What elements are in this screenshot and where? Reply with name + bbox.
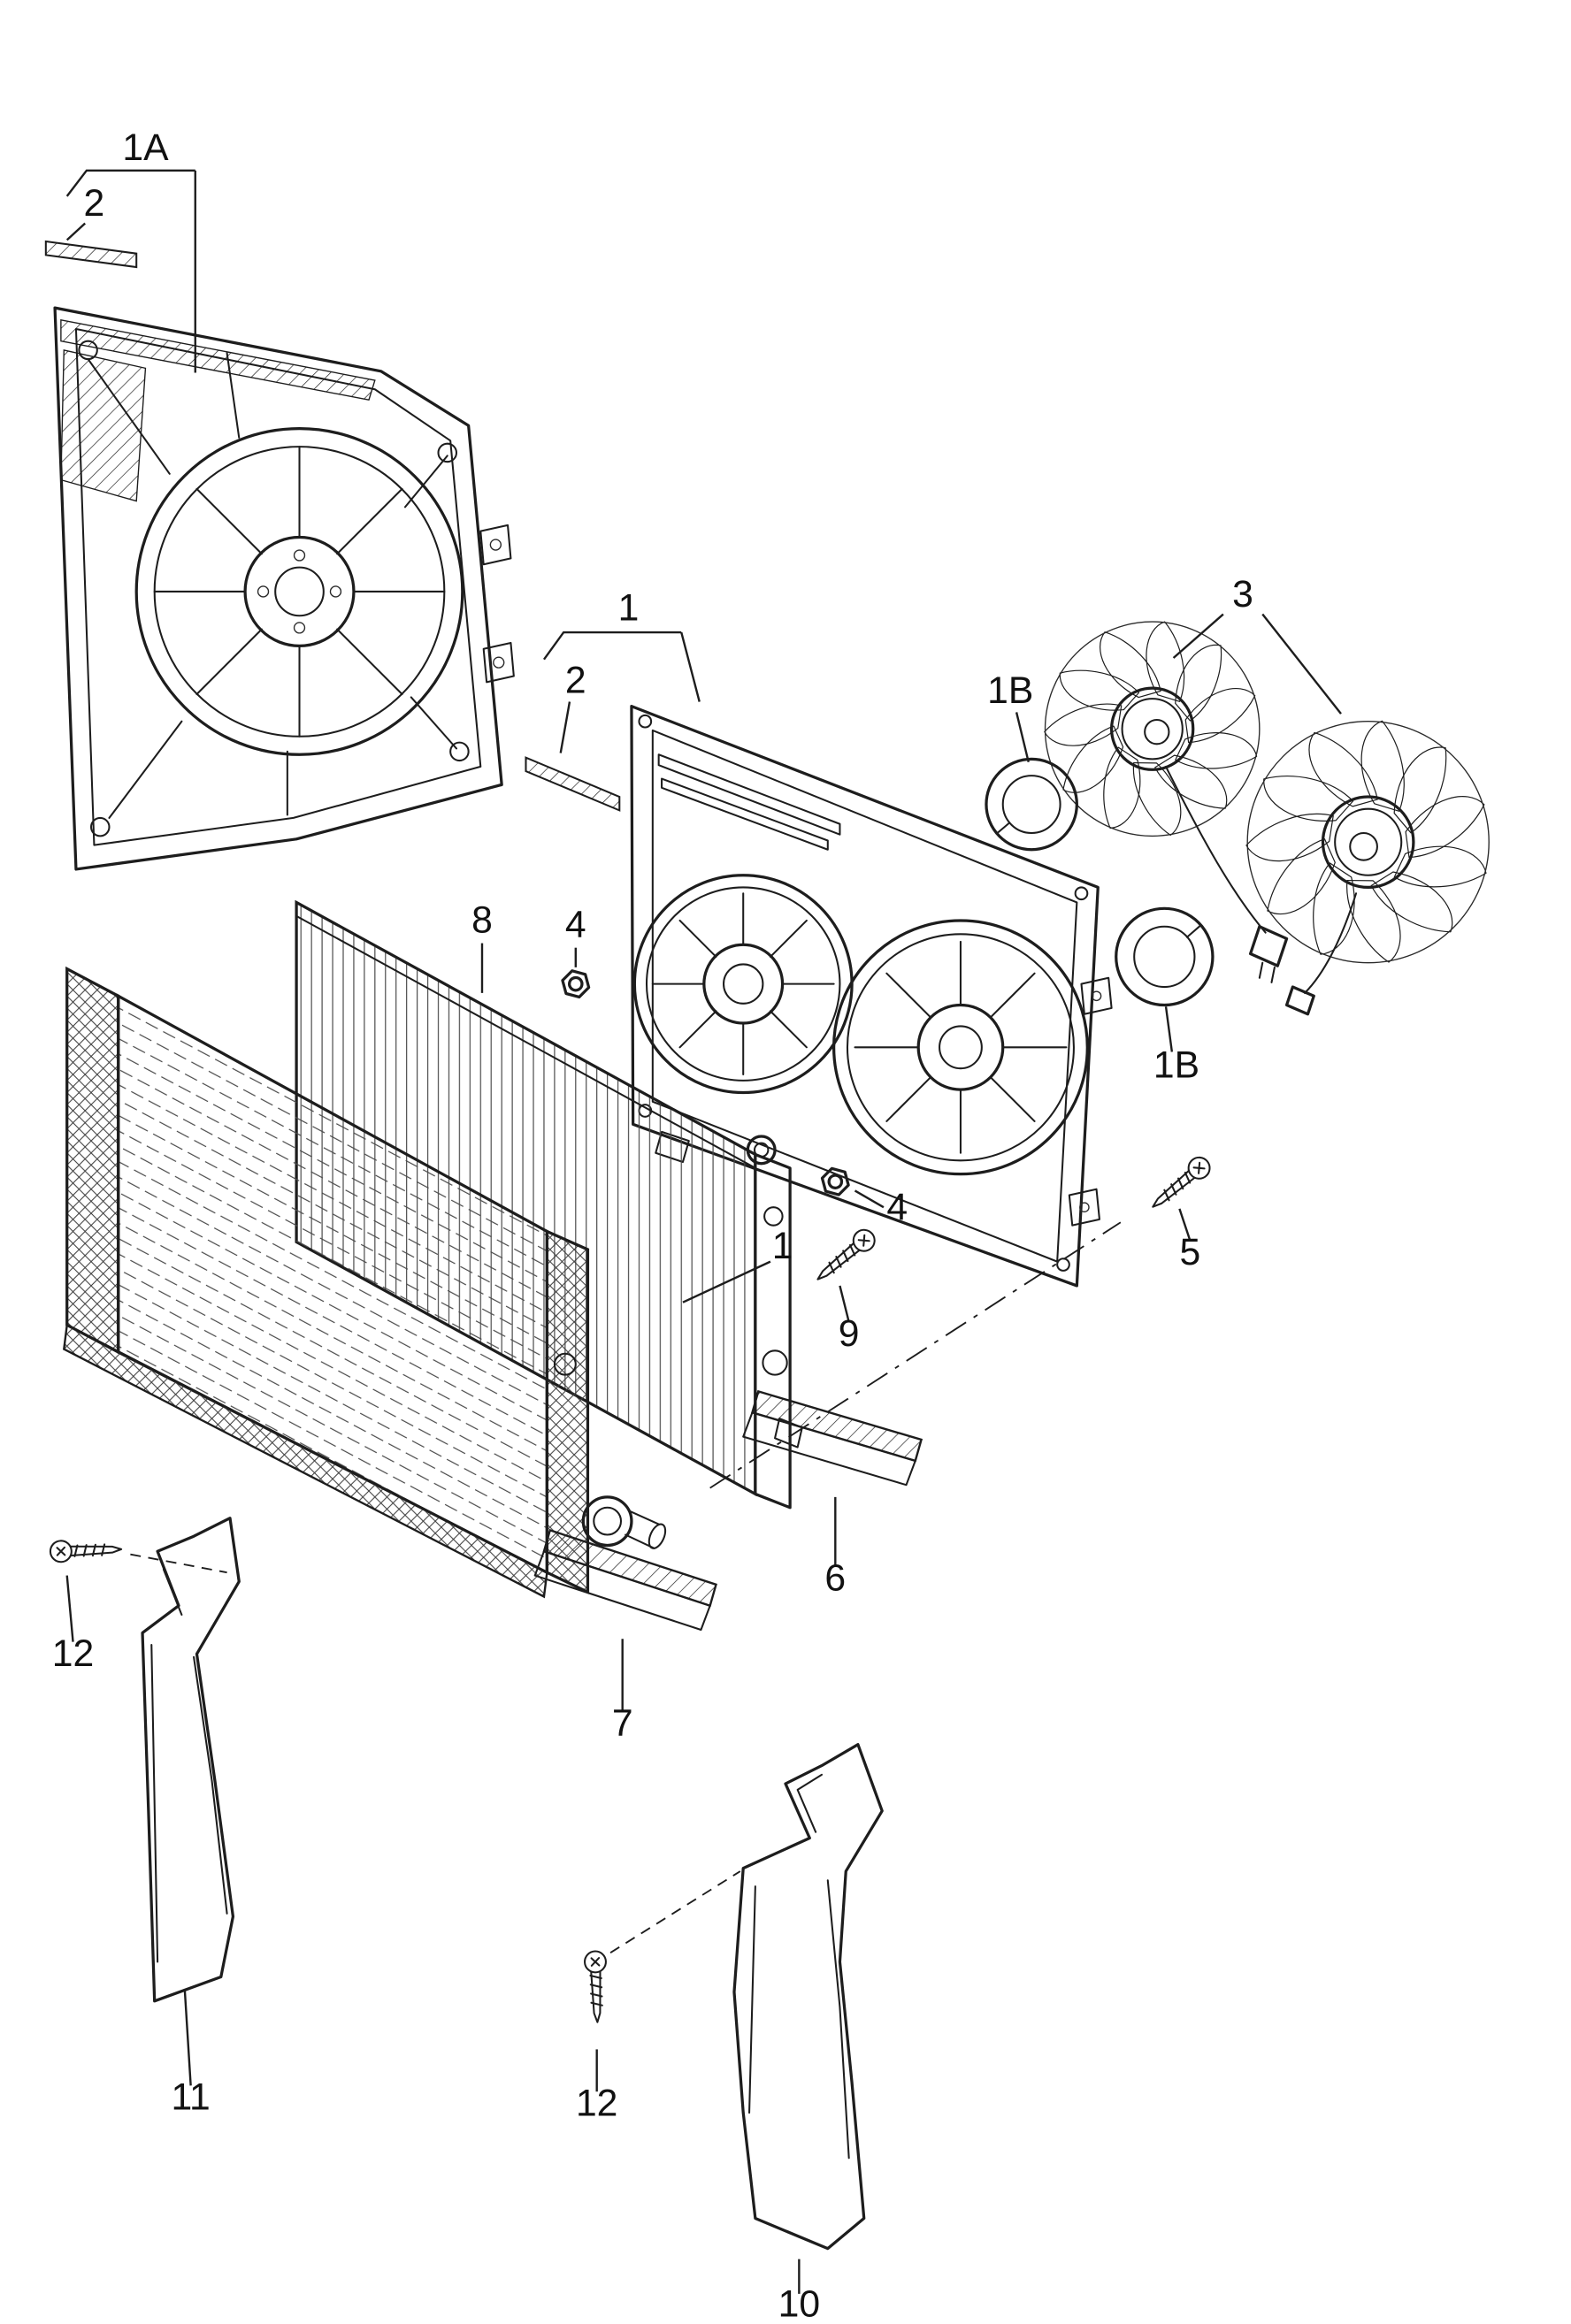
seal-strip-middle <box>525 756 621 812</box>
shroud-braces <box>87 352 458 819</box>
callout-12-left: 12 <box>52 1632 94 1675</box>
mounting-ring-upper <box>985 757 1078 852</box>
callout-8: 8 <box>471 899 493 942</box>
right-opening-spokes <box>854 940 1068 1154</box>
connector-plug <box>1284 985 1315 1016</box>
double-fan-frame <box>630 705 1113 1288</box>
charge-air-cooler <box>63 966 667 1599</box>
callout-5: 5 <box>1179 1231 1200 1273</box>
fan-wheel-large <box>1244 718 1491 1016</box>
assembly-lines <box>130 1221 1122 1953</box>
single-fan-shroud <box>53 306 515 871</box>
callout-6: 6 <box>824 1557 846 1600</box>
air-guide-right <box>732 1743 884 2251</box>
callout-1a: 1A <box>122 126 169 169</box>
screw-5 <box>1145 1151 1215 1216</box>
callout-2-top: 2 <box>84 182 105 225</box>
left-opening-spokes <box>651 892 835 1076</box>
mounting-ring-lower <box>1115 906 1215 1007</box>
callouts: 1A 2 1 2 3 1B 1B 8 4 4 5 9 1 6 7 11 12 1… <box>52 126 1342 2324</box>
connector-plug <box>1248 925 1289 967</box>
bracket-7 <box>533 1528 717 1632</box>
callout-1-radiator: 1 <box>772 1225 793 1267</box>
fan-opening <box>134 427 464 756</box>
left-tank <box>65 966 120 1355</box>
outlet-pipe <box>581 1495 633 1548</box>
callout-4-lower: 4 <box>886 1186 908 1228</box>
callout-10: 10 <box>778 2282 820 2324</box>
hex-nut-lower <box>817 1165 854 1198</box>
screw-9 <box>809 1224 880 1288</box>
callout-1b-upper: 1B <box>987 669 1033 712</box>
callout-2-mid: 2 <box>565 659 586 701</box>
radiator-tank <box>754 1152 792 1510</box>
callout-9: 9 <box>839 1312 860 1355</box>
callout-4-upper: 4 <box>565 904 586 946</box>
callout-11: 11 <box>172 2076 211 2119</box>
screw-12-bottom <box>583 1950 609 2024</box>
callout-3: 3 <box>1232 573 1253 615</box>
fan-wire <box>1165 765 1267 934</box>
filler-cap <box>746 1135 777 1166</box>
screw-12-left <box>49 1537 123 1563</box>
callout-12-bottom: 12 <box>576 2083 617 2125</box>
callout-1: 1 <box>618 586 640 629</box>
callout-1b-lower: 1B <box>1153 1044 1199 1086</box>
hex-nut-upper <box>557 967 594 1001</box>
bracket-6 <box>742 1389 923 1487</box>
fan-wire <box>1304 892 1358 994</box>
fan-wheel-small <box>1042 619 1289 983</box>
callout-7: 7 <box>612 1701 633 1744</box>
fan-opening-right <box>831 919 1089 1176</box>
seal-strip-upper <box>44 240 138 269</box>
bottom-frame <box>63 1323 548 1599</box>
air-guide-left <box>141 1517 241 2003</box>
shroud-spokes <box>153 446 446 738</box>
